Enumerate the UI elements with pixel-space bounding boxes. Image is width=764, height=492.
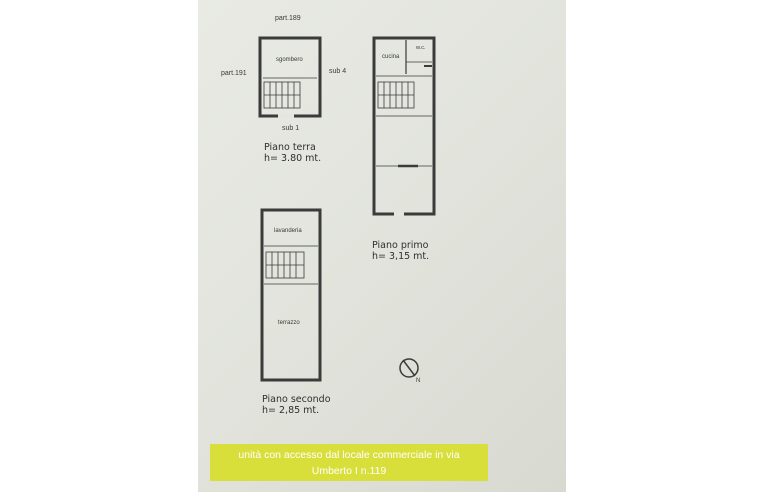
caption-line-2: Umberto I n.119 [311, 465, 387, 477]
plan-piano-secondo [260, 208, 322, 382]
north-arrow [399, 358, 419, 378]
room-terrazzo: terrazzo [278, 320, 300, 326]
plan-piano-terra [258, 36, 322, 118]
floor-height: h= 2,85 mt. [262, 405, 320, 416]
floor-caption-primo: Piano primo h= 3,15 mt. [372, 240, 429, 262]
floor-height: h= 3,15 mt. [372, 251, 430, 262]
room-sgombero: sgombero [276, 57, 303, 63]
label-part-189: part.189 [275, 15, 301, 22]
north-label: N [416, 378, 421, 384]
floor-caption-terra: Piano terra h= 3.80 mt. [264, 142, 321, 164]
floor-name: Piano primo [372, 240, 429, 251]
room-cucina: cucina [382, 54, 400, 60]
floor-name: Piano terra [264, 142, 316, 153]
floor-plan-photo: part.189 part.191 sub 4 sub 1 sgombero c… [198, 0, 566, 492]
label-part-191: part.191 [221, 70, 247, 77]
floor-name: Piano secondo [262, 394, 331, 405]
room-wc: w.c. [416, 45, 426, 51]
room-lavanderia: lavanderia [274, 228, 302, 234]
floor-caption-secondo: Piano secondo h= 2,85 mt. [262, 394, 331, 416]
caption-line-1: unità con accesso dal locale commerciale… [238, 449, 460, 461]
label-sub-4: sub 4 [329, 68, 347, 75]
plan-piano-primo [372, 36, 436, 216]
caption-banner: unità con accesso dal locale commerciale… [210, 444, 488, 481]
floor-height: h= 3.80 mt. [264, 153, 322, 164]
floor-plan-drawing [258, 36, 436, 382]
label-sub-1: sub 1 [282, 125, 300, 132]
